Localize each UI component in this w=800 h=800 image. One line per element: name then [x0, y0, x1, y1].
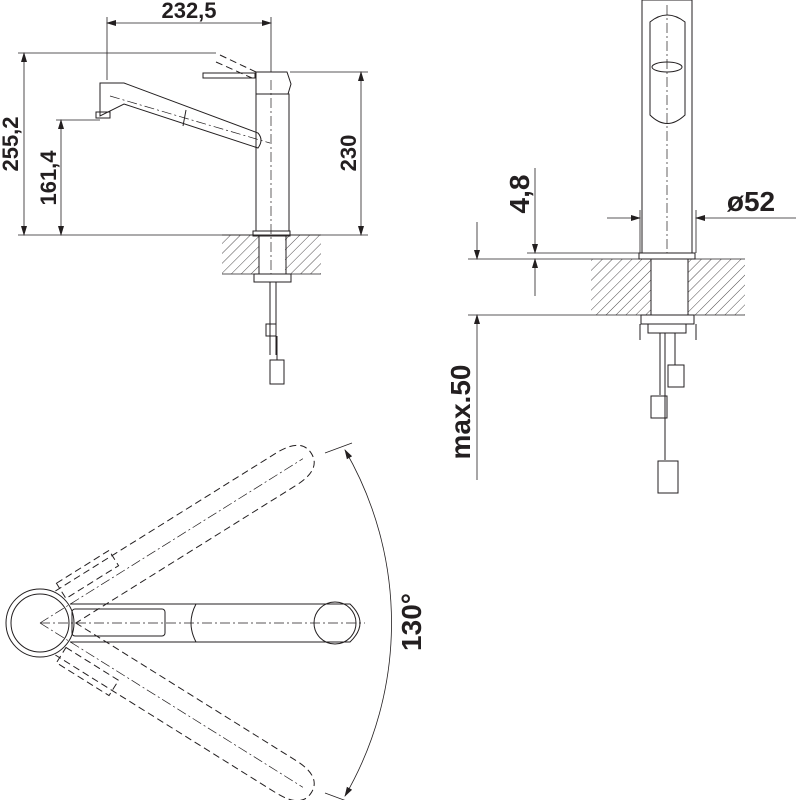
faucet-body	[255, 93, 290, 232]
spout	[99, 82, 262, 149]
dim-body-diameter: ø52	[727, 186, 775, 217]
side-view: 232,5 255,2 161,4 230	[0, 0, 368, 385]
dim-total-height: 255,2	[0, 116, 23, 171]
countertop-hatch-left	[222, 235, 259, 274]
dim-base-thickness: 4,8	[504, 175, 535, 214]
top-view: 130°	[5, 442, 427, 800]
lever-handle	[255, 71, 292, 95]
countertop-hatch-right	[285, 235, 321, 274]
dim-max-countertop: max.50	[445, 365, 476, 460]
dim-outlet-height: 161,4	[36, 150, 61, 206]
dim-body-height: 230	[336, 135, 361, 172]
dim-spout-reach: 232,5	[161, 0, 216, 23]
front-view: 4,8 ø52 max.50	[445, 0, 796, 494]
base-ring	[5, 588, 75, 658]
dim-swivel-angle: 130°	[396, 593, 427, 651]
